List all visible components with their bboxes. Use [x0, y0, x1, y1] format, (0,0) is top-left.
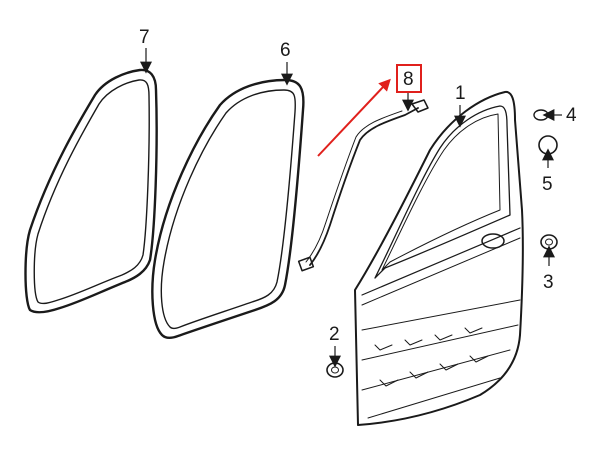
part-8-highlight-box — [396, 64, 422, 93]
part-5-plug — [538, 135, 558, 155]
callout-8: 8 — [403, 69, 414, 90]
callout-5: 5 — [542, 174, 553, 195]
part-2-grommet — [326, 362, 344, 378]
part-8-cable — [297, 99, 429, 272]
callout-6: 6 — [280, 40, 291, 61]
red-pointer-arrow — [317, 78, 391, 157]
callout-2: 2 — [329, 324, 340, 345]
callout-7: 7 — [139, 27, 150, 48]
callout-3: 3 — [543, 272, 554, 293]
callout-1: 1 — [455, 83, 466, 104]
part-6-door-seal — [151, 78, 305, 339]
part-3-grommet — [540, 234, 558, 250]
callout-4: 4 — [566, 105, 577, 126]
part-7-outer-seal — [24, 68, 158, 314]
part-4-ring — [533, 109, 549, 121]
part-1-door-shell — [354, 90, 524, 426]
